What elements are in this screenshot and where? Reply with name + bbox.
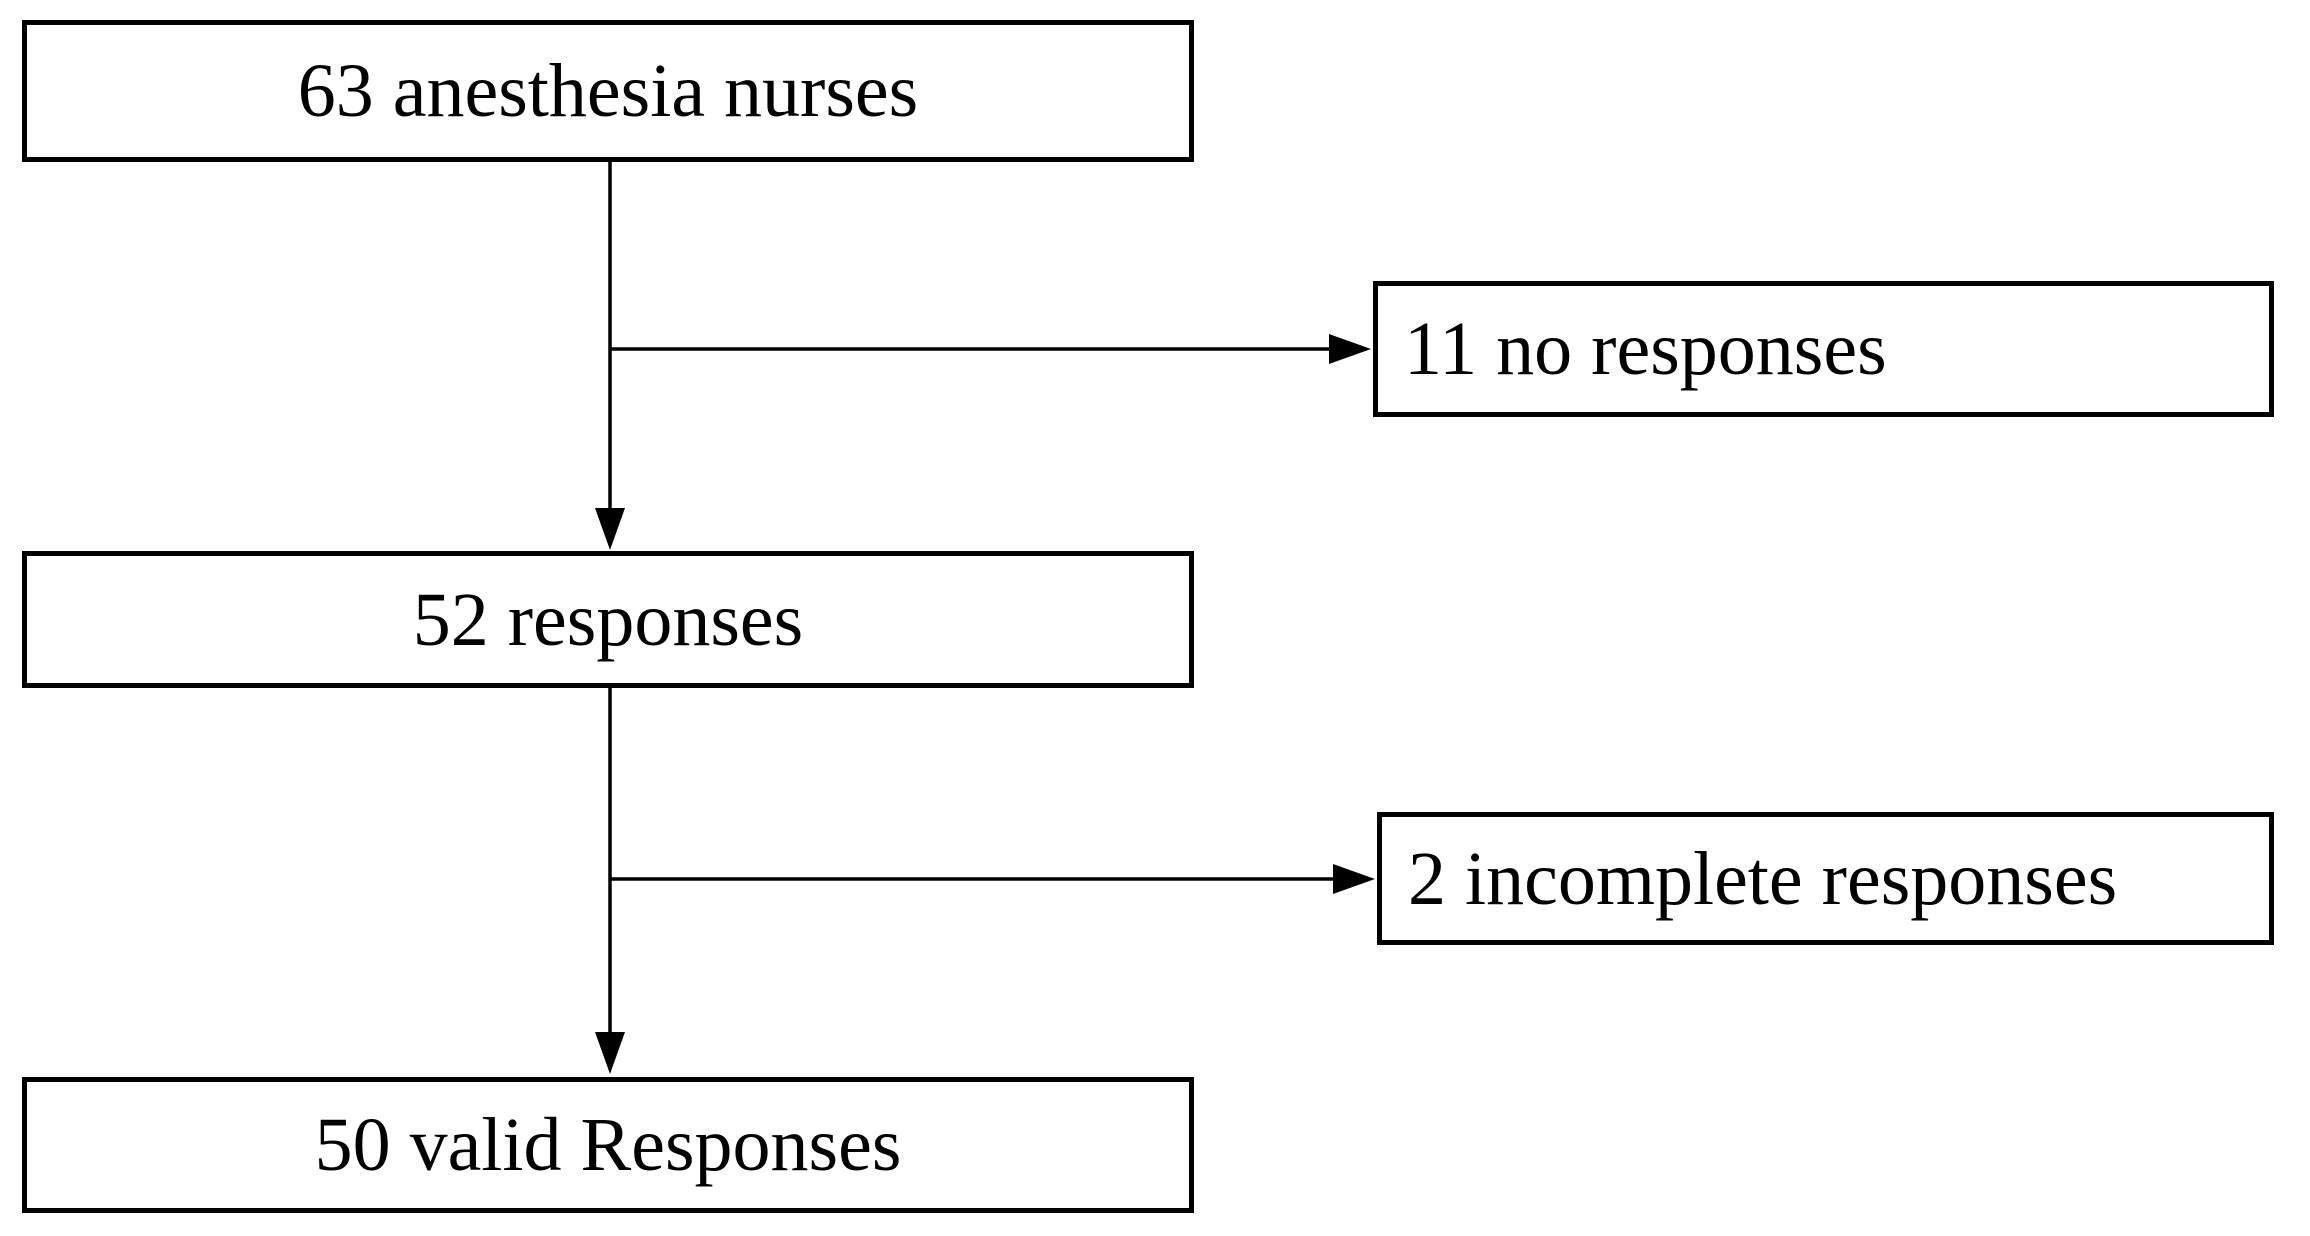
node-responses: 52 responses <box>22 551 1194 688</box>
node-valid-responses: 50 valid Responses <box>22 1077 1194 1213</box>
edge-responses-to-valid-arrowhead-icon <box>595 1032 625 1074</box>
node-anesthesia-nurses: 63 anesthesia nurses <box>22 20 1194 162</box>
edge-nurses-to-noresponses-arrowhead-icon <box>1329 334 1371 364</box>
edge-responses-to-incomplete-arrowhead-icon <box>1333 864 1375 894</box>
node-no-responses: 11 no responses <box>1373 281 2274 417</box>
node-incomplete-responses: 2 incomplete responses <box>1377 812 2274 945</box>
edge-nurses-to-responses-arrowhead-icon <box>595 508 625 550</box>
